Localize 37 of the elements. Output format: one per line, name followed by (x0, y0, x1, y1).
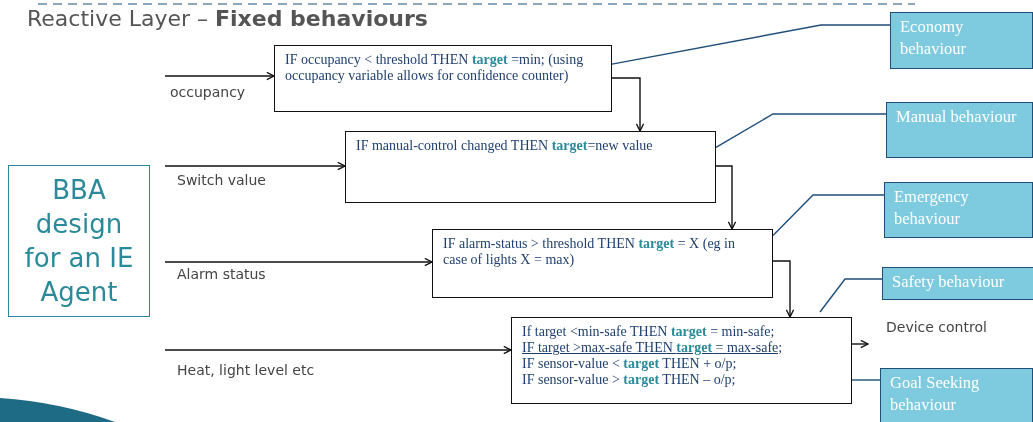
rule-text: IF manual-control changed THEN target=new value (356, 138, 653, 154)
arrow (164, 257, 433, 267)
leader-line (772, 194, 885, 237)
leader-line (715, 113, 887, 148)
rule-text: IF occupancy < threshold THEN target =min; (using occupancy variable allows for confidence counter) (285, 52, 585, 84)
rule-text: IF sensor-value > target THEN – o/p; (522, 372, 736, 388)
edge-label: Heat, light level etc (175, 362, 317, 378)
slide-title: Reactive Layer – Fixed behaviours (27, 6, 428, 31)
arrow (851, 339, 869, 349)
rule-text: IF target >max-safe THEN target = max-safe; (522, 340, 783, 356)
callout-text: Safety behaviour (892, 271, 1005, 293)
edge-label: Switch value (175, 172, 268, 188)
arrow (164, 71, 275, 81)
rule-text: If target <min-safe THEN target = min-safe; (522, 324, 775, 340)
arrow (611, 77, 645, 132)
arrow (772, 260, 795, 318)
callout-text: Manual behaviour (896, 106, 1017, 128)
callout-box (886, 102, 1033, 158)
arrow (715, 165, 737, 230)
callout-text: Economy behaviour (900, 16, 967, 60)
edge-label: Device control (884, 319, 989, 335)
leader-line (819, 278, 883, 313)
leader-line (851, 379, 881, 381)
rule-text: IF alarm-status > threshold THEN target = X (eg in case of lights X = max) (443, 236, 736, 268)
edge-label: Alarm status (175, 266, 268, 282)
title-box (8, 165, 150, 317)
callout-text: Goal Seeking behaviour (890, 372, 981, 416)
callout-text: Emergency behaviour (894, 186, 970, 230)
arrow (164, 161, 346, 171)
leader-line (611, 24, 891, 65)
callout-box (890, 12, 1033, 69)
rule-text: IF sensor-value < target THEN + o/p; (522, 356, 737, 372)
callout-box (882, 267, 1033, 300)
callout-box (880, 368, 1033, 422)
callout-box (884, 182, 1033, 238)
box-heading: BBA design for an IE Agent (23, 174, 135, 309)
arrow (164, 345, 512, 355)
